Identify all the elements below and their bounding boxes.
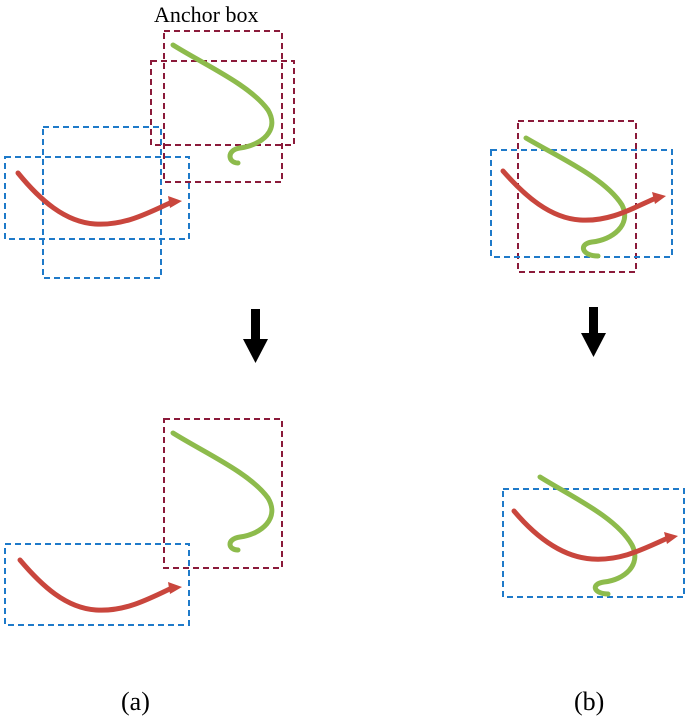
red-lane-arrowhead-result [168, 582, 182, 594]
blue-anchor-box-2 [4, 156, 190, 240]
panel-b-top [490, 120, 673, 273]
anchor-box-label: Anchor box [154, 2, 258, 27]
green-lane-curve-b [523, 135, 628, 259]
panel-a-top [4, 30, 295, 279]
red-lane-curve-merged [511, 508, 671, 562]
blue-result-box [4, 543, 190, 626]
panel-b-bottom [502, 474, 685, 598]
down-arrow-b [581, 307, 606, 357]
green-lane-curve [170, 42, 275, 166]
red-lane-arrowhead [168, 196, 182, 208]
blue-anchor-box-1 [42, 126, 162, 279]
panel-a-label: (a) [121, 687, 150, 716]
panel-b-label: (b) [574, 687, 604, 716]
green-lane-curve-merged [537, 474, 638, 597]
red-lane-arrowhead-b [652, 192, 666, 204]
red-lane-curve-b [500, 168, 659, 223]
blue-merged-box [502, 488, 685, 598]
down-arrow-a [243, 309, 268, 363]
red-lane-arrowhead-merged [664, 532, 678, 544]
red-lane-curve [15, 170, 175, 227]
red-anchor-box-1 [163, 30, 283, 183]
panel-a-bottom [4, 418, 283, 626]
blue-anchor-box-b [490, 149, 673, 258]
red-anchor-box-b [517, 120, 637, 273]
red-anchor-box-2 [150, 60, 295, 146]
red-result-box [163, 418, 283, 569]
red-lane-curve-result [17, 557, 175, 613]
green-lane-curve-result [170, 430, 275, 553]
